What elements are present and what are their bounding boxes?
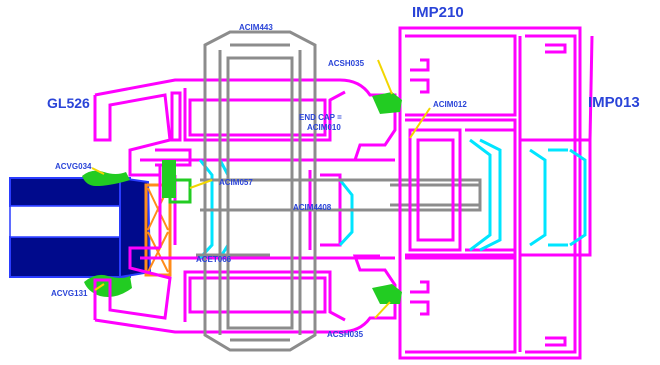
- label-end-cap-line2: ACIM010: [307, 123, 341, 132]
- leader-lines: [91, 59, 431, 319]
- sash-profile: [93, 78, 397, 334]
- label-acim057: ACIM057: [219, 178, 253, 187]
- label-acvg034: ACVG034: [55, 162, 92, 171]
- label-acvg131: ACVG131: [51, 289, 88, 298]
- acvg131-gasket: [84, 274, 132, 297]
- label-acsh035-top: ACSH035: [328, 59, 365, 68]
- label-imp013: IMP013: [588, 94, 640, 111]
- glazing-bead: [168, 178, 192, 204]
- label-acim4408: ACIM4408: [293, 203, 332, 212]
- frame-thermal-break: [469, 138, 587, 252]
- label-imp210: IMP210: [412, 4, 464, 21]
- glass-unit: [9, 176, 152, 279]
- label-acim012: ACIM012: [433, 100, 467, 109]
- imp013-profile: [520, 35, 594, 257]
- acvg034-gasket: [82, 170, 130, 186]
- label-acim443: ACIM443: [239, 23, 273, 32]
- acim443-frame: [196, 30, 482, 352]
- acsh035-bottom-gasket: [372, 284, 402, 304]
- label-end-cap-line1: END CAP =: [299, 113, 342, 122]
- label-gl526: GL526: [47, 95, 90, 111]
- label-acsh035-bottom: ACSH035: [327, 330, 364, 339]
- acsh035-top-gasket: [372, 92, 402, 114]
- label-acet066: ACET066: [196, 255, 232, 264]
